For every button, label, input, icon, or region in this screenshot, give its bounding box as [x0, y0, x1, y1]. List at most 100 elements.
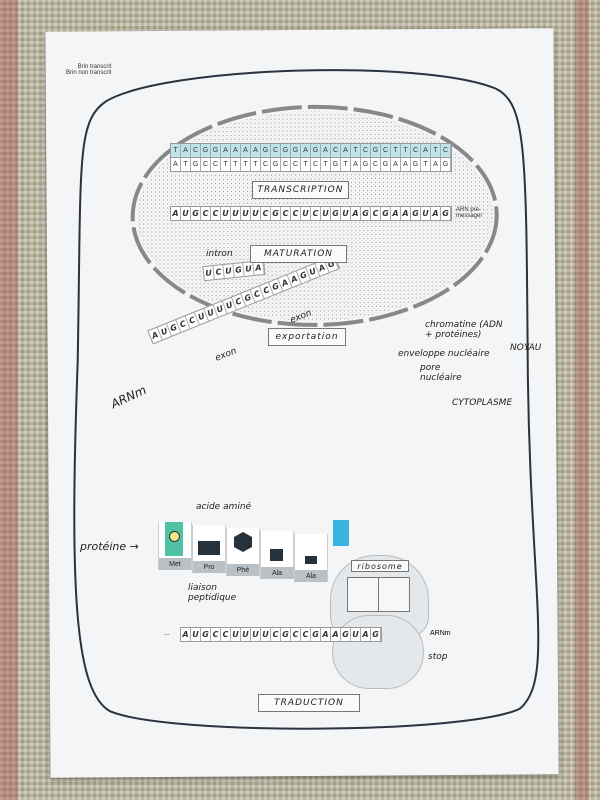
amino-acid-label: Pro	[193, 561, 225, 573]
nucleotide: G	[311, 144, 321, 157]
nucleotide: C	[201, 207, 211, 220]
nucleotide: A	[241, 144, 251, 157]
nucleotide: A	[351, 158, 361, 171]
cytoplasme-label: CYTOPLASME	[452, 398, 513, 408]
nucleotide: C	[261, 207, 271, 220]
nucleotide: C	[381, 144, 391, 157]
step-exportation: exportation	[268, 328, 346, 346]
nucleotide: C	[211, 628, 221, 641]
nucleotide: C	[261, 158, 271, 171]
nucleotide: T	[351, 144, 361, 157]
nucleotide: C	[291, 628, 301, 641]
mrna-start-ellipsis: ...	[164, 630, 170, 637]
nucleotide: T	[251, 158, 261, 171]
nucleotide: C	[211, 158, 221, 171]
nucleotide: A	[341, 144, 351, 157]
nucleotide: T	[401, 144, 411, 157]
amino-acid-label: Ala	[295, 570, 327, 582]
nucleotide: A	[431, 207, 441, 220]
nucleotide: C	[201, 158, 211, 171]
nucleotide: A	[361, 628, 371, 641]
amino-acid-label: Met	[159, 558, 191, 570]
amino-acid: Ala	[260, 531, 294, 579]
noyau-label: NOYAU	[510, 343, 542, 353]
nucleotide: U	[261, 628, 271, 641]
nucleotide: G	[271, 158, 281, 171]
nucleotide: G	[291, 144, 301, 157]
nucleotide: C	[311, 207, 321, 220]
nucleotide: A	[231, 144, 241, 157]
nucleotide: T	[181, 158, 191, 171]
nucleotide: U	[341, 207, 351, 220]
amino-acid-shape-icon	[305, 556, 317, 564]
nucleotide: U	[181, 207, 191, 220]
ribosome-site-a	[378, 577, 410, 612]
ribosome-site-p	[347, 577, 379, 612]
nucleotide: C	[331, 144, 341, 157]
nucleotide: C	[291, 158, 301, 171]
nucleotide: G	[281, 628, 291, 641]
chromatine-label: chromatine (ADN + protéines)	[425, 320, 503, 340]
nucleotide: A	[171, 158, 181, 171]
nucleotide: A	[221, 144, 231, 157]
step-transcription: TRANSCRIPTION	[252, 181, 349, 199]
amino-acid-label: Phé	[227, 564, 259, 576]
step-traduction: TRADUCTION	[258, 694, 360, 712]
nucleotide: G	[271, 207, 281, 220]
cell-membrane	[73, 69, 540, 730]
legend: Brin transcrit Brin non transcrit	[66, 64, 111, 76]
nucleotide: C	[271, 628, 281, 641]
nucleotide: G	[411, 207, 421, 220]
nucleotide: U	[251, 628, 261, 641]
nucleotide: C	[361, 144, 371, 157]
pore-label: pore nucléaire	[420, 363, 462, 383]
nucleotide: C	[281, 158, 291, 171]
nucleotide: U	[191, 628, 201, 641]
nucleotide: A	[301, 144, 311, 157]
nucleotide: C	[311, 158, 321, 171]
nucleotide: C	[411, 144, 421, 157]
amino-acid-shape-icon	[234, 532, 252, 552]
nucleotide: G	[191, 207, 201, 220]
nucleotide: A	[421, 144, 431, 157]
nucleotide: G	[361, 158, 371, 171]
amino-acid: Met	[158, 522, 192, 570]
nucleotide: G	[201, 628, 211, 641]
nucleotide: C	[301, 628, 311, 641]
nucleotide: U	[231, 628, 241, 641]
nucleotide: G	[201, 144, 211, 157]
intron-label: intron	[206, 249, 233, 259]
nucleotide: G	[331, 207, 341, 220]
nucleotide: A	[331, 628, 341, 641]
nucleotide: A	[251, 144, 261, 157]
nucleotide: A	[321, 628, 331, 641]
nucleotide: T	[171, 144, 181, 157]
nucleotide: U	[421, 207, 431, 220]
nucleotide: A	[171, 207, 181, 220]
nucleotide: C	[191, 144, 201, 157]
legend-coding: Brin transcrit	[77, 64, 112, 70]
nucleotide: C	[441, 144, 451, 157]
nucleotide: T	[301, 158, 311, 171]
nucleotide: U	[351, 628, 361, 641]
amino-acid: Ala	[294, 534, 328, 582]
translation-mrna-label: ARNm	[430, 630, 451, 637]
nucleotide: G	[381, 158, 391, 171]
nucleotide: G	[381, 207, 391, 220]
nucleotide: A	[321, 144, 331, 157]
nucleotide: T	[221, 158, 231, 171]
nucleotide: U	[241, 207, 251, 220]
nucleotide: G	[191, 158, 201, 171]
nucleotide: G	[311, 628, 321, 641]
cloth-stripe	[0, 0, 18, 800]
nucleotide: A	[401, 207, 411, 220]
nucleotide: C	[271, 144, 281, 157]
nucleotide: G	[441, 207, 451, 220]
legend-noncoding: Brin non transcrit	[66, 70, 112, 76]
pre-mrna-label: ARN pré-messager	[456, 207, 483, 219]
nucleotide: A	[351, 207, 361, 220]
